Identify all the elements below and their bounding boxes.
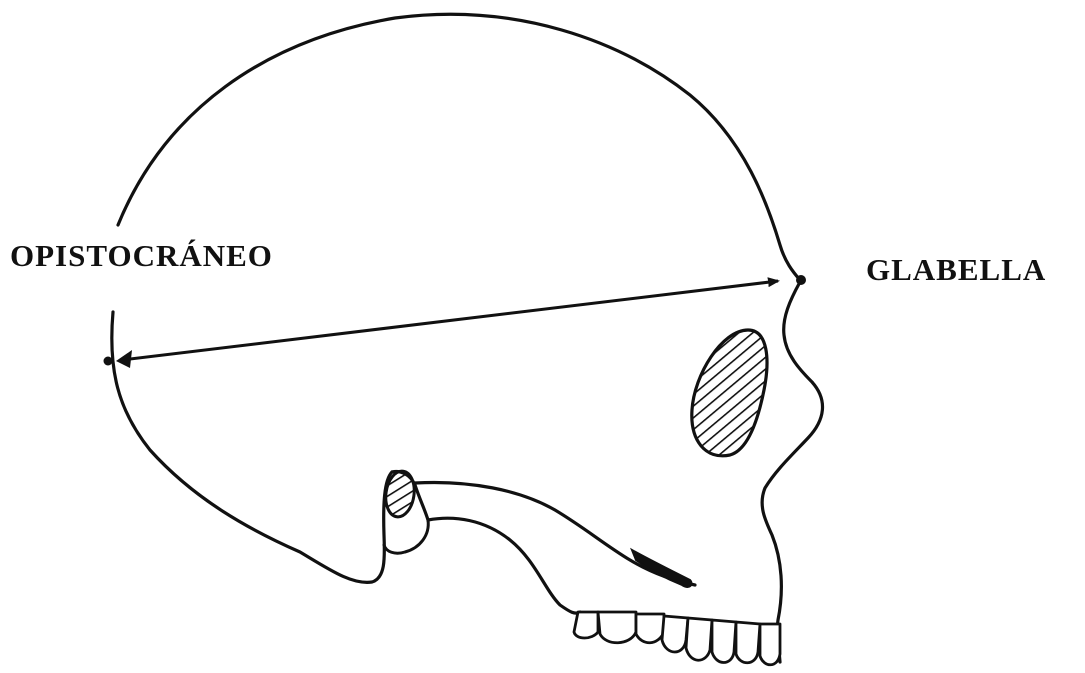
opistocranion-point: [104, 357, 113, 366]
opistocranion-label: OPISTOCRÁNEO: [10, 238, 273, 274]
cheek-mark: [632, 550, 692, 587]
tooth: [662, 616, 688, 652]
face-profile: [762, 282, 822, 662]
glabella-point: [796, 275, 806, 285]
tooth: [736, 622, 760, 663]
arrowhead-left: [116, 350, 132, 368]
tooth: [686, 618, 712, 660]
occipital-outline: [112, 312, 392, 582]
teeth: [574, 612, 780, 665]
tooth: [598, 612, 636, 643]
glabella-label: GLABELLA: [866, 252, 1046, 288]
length-arrow: [122, 281, 778, 360]
tooth: [574, 612, 598, 638]
condyle-outline: [384, 520, 428, 553]
tooth: [636, 614, 664, 643]
tooth: [760, 624, 780, 665]
tooth: [712, 620, 736, 663]
orbit: [692, 330, 767, 456]
